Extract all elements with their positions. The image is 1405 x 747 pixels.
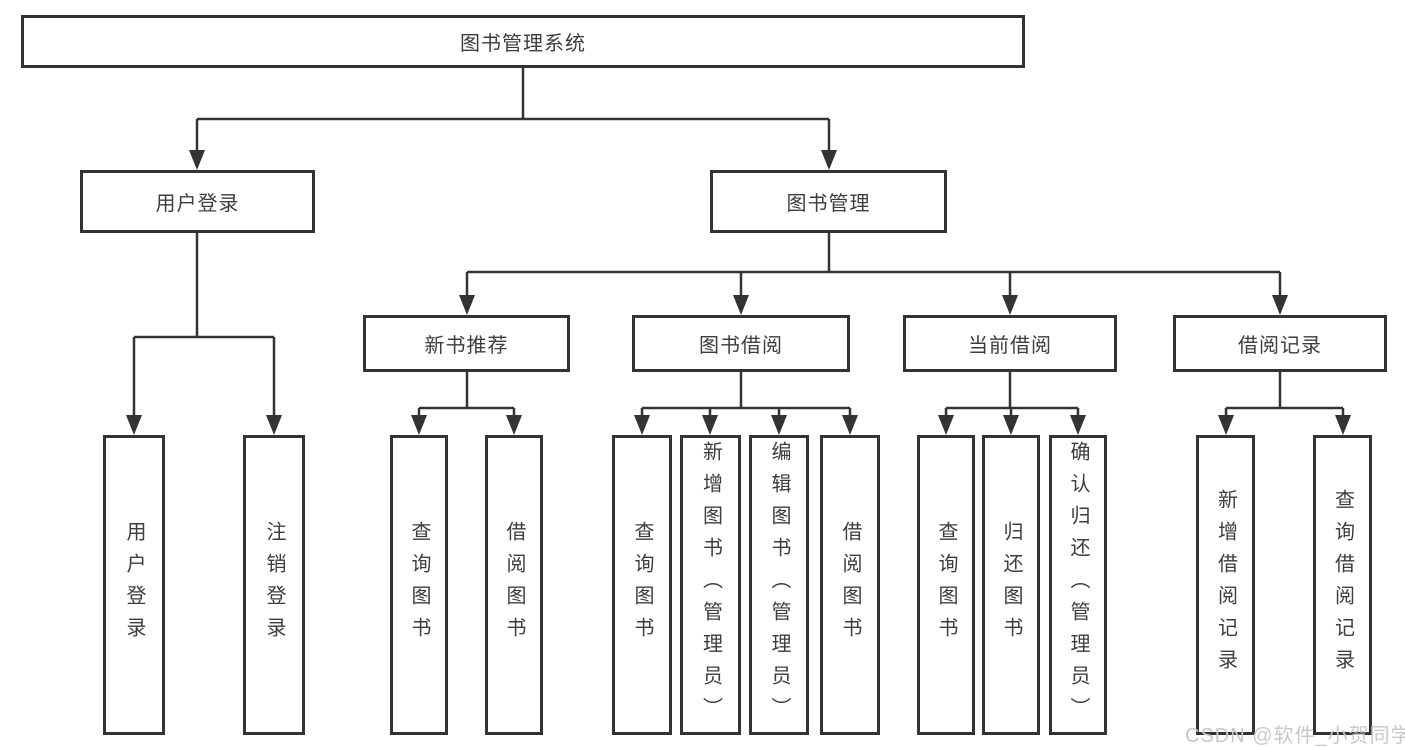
arrowheads (126, 150, 1351, 435)
node-label: 用户登录 (123, 521, 145, 649)
node-user-login: 用户登录 (80, 170, 315, 233)
node-label: 新增借阅记录 (1214, 489, 1237, 681)
node-label: 借阅图书 (503, 521, 525, 649)
node-new-book-recommend: 新书推荐 (363, 315, 570, 372)
node-label: 借阅记录 (1238, 335, 1322, 357)
node-leaf-query-books-borrow: 查询图书 (612, 435, 672, 735)
node-label: 确认归还（管理员） (1067, 441, 1089, 729)
node-label: 用户登录 (155, 193, 240, 215)
node-label: 新书推荐 (424, 335, 509, 357)
node-book-management: 图书管理 (710, 170, 947, 233)
node-label: 注销登录 (263, 521, 285, 649)
node-leaf-user-login: 用户登录 (103, 435, 165, 735)
node-leaf-query-borrow-record: 查询借阅记录 (1313, 435, 1372, 735)
node-label: 归还图书 (1000, 521, 1022, 649)
watermark: CSDN @软件_小贺同学 (1185, 725, 1405, 747)
node-leaf-confirm-return-admin: 确认归还（管理员） (1049, 435, 1107, 735)
node-label: 查询图书 (935, 521, 957, 649)
node-leaf-edit-book-admin: 编辑图书（管理员） (749, 435, 809, 735)
node-label: 编辑图书（管理员） (768, 441, 790, 729)
node-current-borrow: 当前借阅 (903, 315, 1117, 372)
node-label: 图书借阅 (699, 335, 783, 357)
node-leaf-add-borrow-record: 新增借阅记录 (1196, 435, 1255, 735)
node-leaf-borrow-books-recommend: 借阅图书 (485, 435, 543, 735)
node-label: 借阅图书 (839, 521, 861, 649)
node-leaf-return-books: 归还图书 (982, 435, 1040, 735)
node-leaf-query-books-current: 查询图书 (917, 435, 975, 735)
node-label: 新增图书（管理员） (699, 441, 722, 729)
node-leaf-query-books-recommend: 查询图书 (390, 435, 448, 735)
node-label: 图书管理系统 (460, 33, 586, 55)
node-label: 查询图书 (631, 521, 653, 649)
node-label: 查询借阅记录 (1331, 489, 1354, 681)
node-leaf-logout: 注销登录 (243, 435, 305, 735)
node-root-system: 图书管理系统 (21, 15, 1025, 68)
node-leaf-borrow-books: 借阅图书 (820, 435, 880, 735)
node-label: 图书管理 (786, 193, 871, 215)
node-book-borrow: 图书借阅 (632, 315, 850, 372)
node-leaf-add-book-admin: 新增图书（管理员） (680, 435, 741, 735)
node-label: 当前借阅 (968, 335, 1052, 357)
node-borrow-records: 借阅记录 (1173, 315, 1387, 372)
node-label: 查询图书 (408, 521, 430, 649)
